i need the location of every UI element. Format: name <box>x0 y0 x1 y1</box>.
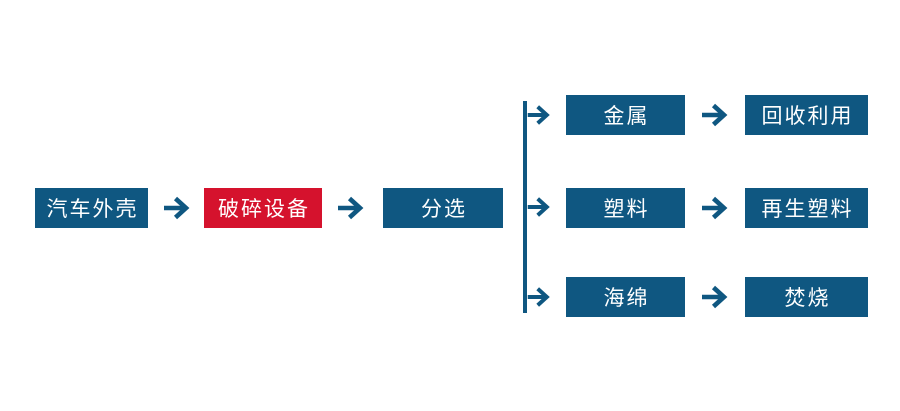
node-recycling: 回收利用 <box>745 95 868 135</box>
branch-arrow-right-icon <box>526 104 549 126</box>
node-incineration-label: 焚烧 <box>784 287 831 310</box>
branch-arrow-right-icon <box>526 286 549 308</box>
arrow-right-icon <box>700 195 730 221</box>
node-incineration: 焚烧 <box>745 277 868 317</box>
node-sponge-label: 海绵 <box>603 287 650 310</box>
node-car-shell: 汽车外壳 <box>35 188 148 228</box>
arrow-right-icon <box>336 195 366 221</box>
node-plastic: 塑料 <box>566 188 685 228</box>
branch-arrow-right-icon <box>526 196 549 218</box>
node-car-shell-label: 汽车外壳 <box>46 198 139 221</box>
branch-connector-line <box>523 101 527 313</box>
arrow-right-icon <box>700 284 730 310</box>
node-sorting: 分选 <box>383 188 503 228</box>
arrow-right-icon <box>162 195 192 221</box>
arrow-right-icon <box>700 102 730 128</box>
node-sorting-label: 分选 <box>421 198 467 221</box>
node-crushing-equipment-label: 破碎设备 <box>218 198 310 221</box>
node-plastic-label: 塑料 <box>603 198 650 221</box>
node-recycled-plastic: 再生塑料 <box>745 188 868 228</box>
node-sponge: 海绵 <box>566 277 685 317</box>
node-crushing-equipment: 破碎设备 <box>204 188 322 228</box>
node-metal-label: 金属 <box>603 105 650 128</box>
node-recycled-plastic-label: 再生塑料 <box>761 198 854 221</box>
node-recycling-label: 回收利用 <box>761 105 854 128</box>
node-metal: 金属 <box>566 95 685 135</box>
